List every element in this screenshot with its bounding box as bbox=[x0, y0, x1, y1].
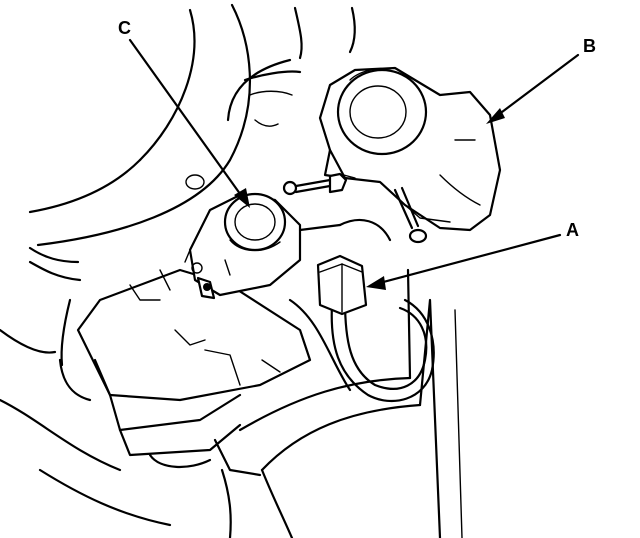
callout-label-b: B bbox=[583, 36, 596, 56]
steering-column-body bbox=[58, 268, 312, 477]
leader-line-c bbox=[128, 38, 250, 208]
ignition-switch bbox=[184, 192, 302, 300]
leader-line-b bbox=[486, 53, 580, 124]
column-shaft bbox=[220, 268, 463, 538]
mounting-bolt-lower bbox=[393, 186, 428, 244]
wire-harness bbox=[288, 218, 435, 403]
callout-label-c: C bbox=[118, 18, 131, 38]
callout-label-a: A bbox=[566, 220, 579, 240]
connector bbox=[316, 254, 368, 316]
leader-line-a bbox=[366, 233, 562, 290]
dashboard-outline bbox=[0, 3, 356, 527]
immobilizer-unit bbox=[318, 66, 502, 232]
mounting-bolt-upper bbox=[282, 172, 356, 196]
